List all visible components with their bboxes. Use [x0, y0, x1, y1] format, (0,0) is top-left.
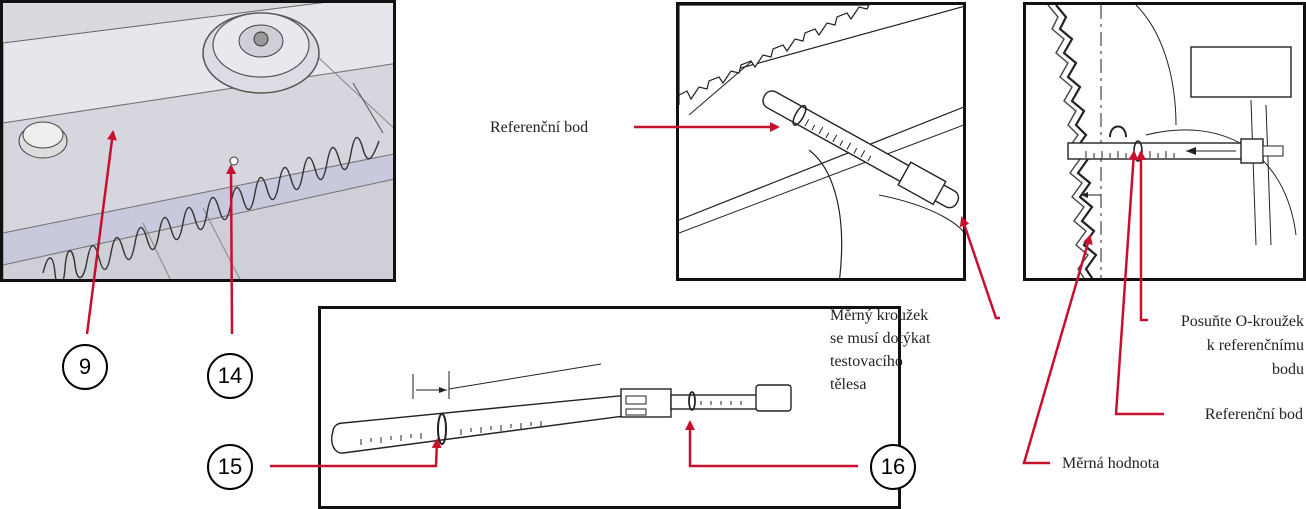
gauge-rod-panel — [318, 306, 901, 509]
gauge-on-teeth-panel — [676, 2, 966, 281]
label-ring-touch-line-2: se musí dotýkat — [830, 330, 931, 347]
gauge-against-blade-panel — [1023, 2, 1306, 281]
label-move-oring-line-3: bodu — [1272, 361, 1304, 378]
callout-15: 15 — [207, 444, 253, 490]
label-reference-point-right: Referenční bod — [1204, 406, 1303, 423]
callout-9: 9 — [62, 344, 108, 390]
gauge-on-teeth-drawing — [679, 5, 963, 278]
label-measured-value: Měrná hodnota — [1062, 455, 1160, 472]
callout-16: 16 — [870, 444, 916, 490]
gauge-against-blade-drawing — [1047, 5, 1297, 278]
label-ring-touch-line-1: Měrný kroužek — [830, 307, 929, 324]
label-reference-point-mid: Referenční bod — [490, 119, 589, 136]
label-move-oring-line-2: k referenčnímu — [1206, 337, 1304, 354]
callout-14: 14 — [207, 353, 253, 399]
label-ring-touch-line-4: tělesa — [830, 376, 867, 393]
label-ring-touch-line-3: testovacího — [830, 353, 903, 370]
machine-top-view-panel — [0, 0, 396, 282]
gauge-rod-drawing — [331, 363, 792, 454]
machine-top-view-drawing — [3, 3, 393, 279]
leader-ring-touch — [959, 216, 1000, 320]
label-move-oring-line-1: Posuňte O-kroužek — [1180, 313, 1304, 330]
